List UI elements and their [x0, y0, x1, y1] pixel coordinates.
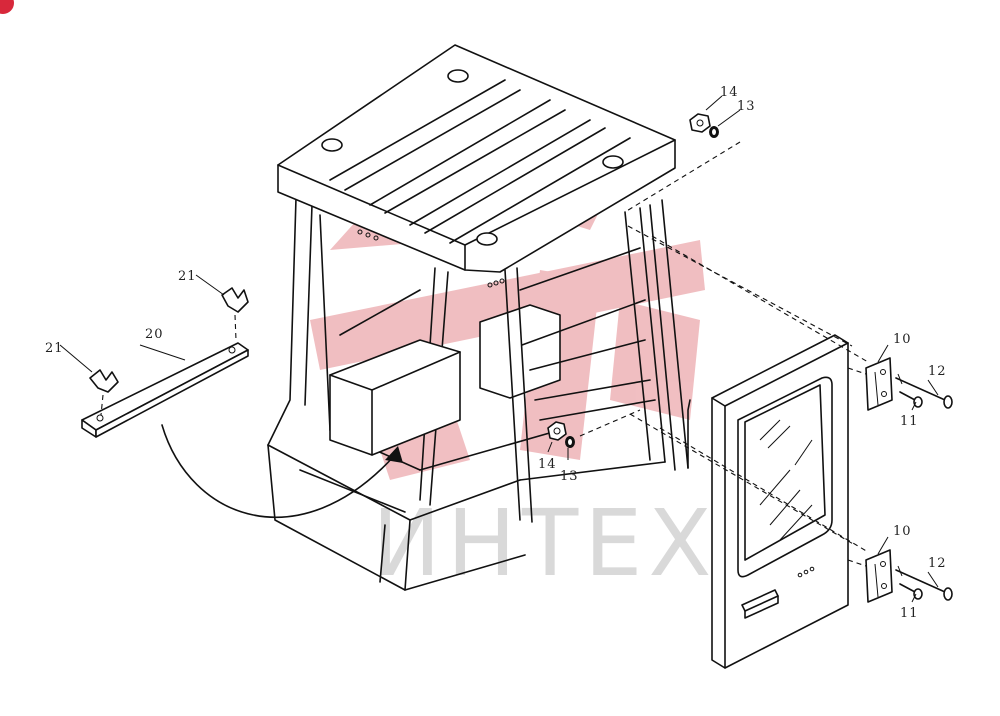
callout-14: 14	[538, 457, 557, 472]
callout-12: 12	[928, 364, 947, 379]
hinge-icon	[865, 549, 893, 603]
callout-12: 12	[928, 556, 947, 571]
callout-11: 11	[900, 606, 919, 621]
leader-lines	[59, 95, 939, 603]
callout-21: 21	[45, 341, 64, 356]
hinge-icon	[865, 357, 893, 411]
callout-10: 10	[893, 524, 912, 539]
assembly-lines	[579, 141, 869, 567]
screw-icon	[899, 583, 923, 600]
nut-icon	[547, 421, 567, 441]
bolt-icon	[895, 565, 953, 601]
washer-icon	[709, 126, 719, 138]
callout-10: 10	[893, 332, 912, 347]
callout-13: 13	[737, 99, 756, 114]
cab-roof	[277, 44, 676, 273]
wing-nut-icon	[89, 369, 119, 393]
screw-icon	[899, 391, 923, 408]
callout-11: 11	[900, 414, 919, 429]
install-arrow	[161, 424, 403, 519]
watermark-text: ИНТЕХ	[372, 490, 717, 597]
callout-14: 14	[720, 85, 739, 100]
nut-icon	[689, 113, 711, 133]
corner-badge-icon	[0, 0, 14, 14]
floor-strip	[81, 342, 249, 438]
callout-21: 21	[178, 269, 197, 284]
cab-body	[267, 197, 691, 591]
callout-20: 20	[145, 327, 164, 342]
washer-icon	[565, 436, 575, 448]
bolt-icon	[895, 373, 953, 409]
wing-nut-icon	[221, 287, 249, 313]
callout-13: 13	[560, 469, 579, 484]
